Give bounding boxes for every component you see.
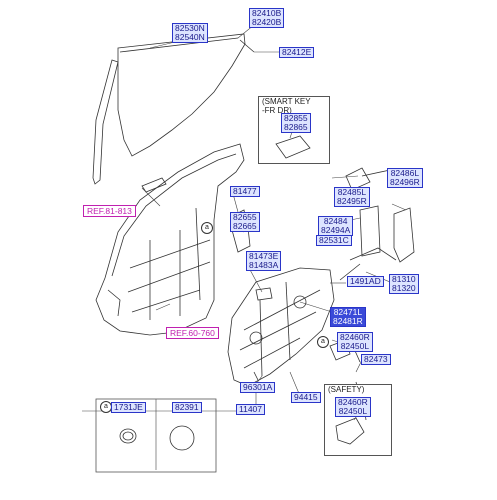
part-label-81473e[interactable]: 81473E 81483A	[246, 251, 282, 271]
part-number: 82484	[323, 216, 348, 226]
smart-key-group-title: (SMART KEY -FR DR)	[262, 97, 311, 115]
part-label-81477[interactable]: 81477	[230, 186, 260, 197]
part-label-82460r-regulator[interactable]: 82460R 82450L	[337, 332, 373, 352]
part-number: 82496R	[390, 177, 420, 187]
part-number: 81320	[392, 283, 416, 293]
part-number: 1491AD	[350, 276, 381, 286]
part-number: 82460R	[340, 332, 370, 342]
window-regulator-module	[227, 267, 335, 387]
part-number: 82410B	[252, 8, 282, 18]
part-number: 82391	[175, 402, 199, 412]
part-number: 82540N	[175, 32, 205, 42]
part-number: 82481R	[333, 316, 363, 326]
part-label-82484[interactable]: 82484 82494A	[318, 216, 354, 236]
door-latch	[359, 205, 381, 257]
part-number: 82473	[364, 354, 388, 364]
part-number: 82665	[233, 221, 257, 231]
part-number: 81310	[392, 274, 416, 284]
part-number: 82494A	[321, 225, 351, 235]
part-label-81310[interactable]: 81310 81320	[389, 274, 419, 294]
part-number: 82486L	[390, 168, 420, 178]
part-label-82855[interactable]: 82855 82865	[281, 113, 311, 133]
part-label-94415[interactable]: 94415	[291, 392, 321, 403]
part-number: 81477	[233, 186, 257, 196]
part-label-82471l-selected[interactable]: 82471L 82481R	[330, 307, 366, 327]
part-label-82530n[interactable]: 82530N 82540N	[172, 23, 208, 43]
part-number: 82655	[233, 212, 257, 222]
part-label-82485l[interactable]: 82485L 82495R	[334, 187, 370, 207]
part-label-82410b[interactable]: 82410B 82420B	[249, 8, 285, 28]
part-label-82460r-safety[interactable]: 82460R 82450L	[335, 397, 371, 417]
safety-group-box	[324, 384, 392, 456]
part-number: 82420B	[252, 17, 282, 27]
part-label-1491ad[interactable]: 1491AD	[347, 276, 384, 287]
part-number: 81483A	[249, 260, 279, 270]
part-label-96301a[interactable]: 96301A	[240, 382, 276, 393]
part-number: 94415	[294, 392, 318, 402]
safety-group-title: (SAFETY)	[328, 385, 365, 394]
part-label-1731je[interactable]: 1731JE	[111, 402, 146, 413]
part-number: 82450L	[338, 406, 368, 416]
part-label-82473[interactable]: 82473	[361, 354, 391, 365]
glass-run-channel	[92, 59, 119, 185]
ref-60-760-link[interactable]: REF.60-760	[166, 327, 219, 339]
part-number: 81473E	[249, 251, 279, 261]
part-number: 82495R	[337, 196, 367, 206]
part-number: 82471L	[333, 307, 363, 317]
part-number: 82460R	[338, 397, 368, 407]
part-number: 82485L	[337, 187, 367, 197]
part-number: 11407	[239, 404, 263, 414]
door-frame	[95, 143, 245, 336]
part-number: 82855	[284, 113, 308, 123]
part-number: 96301A	[243, 382, 273, 392]
part-number: 82531C	[319, 235, 349, 245]
callout-a-regulator: a	[317, 336, 329, 348]
smart-key-group-box	[258, 96, 330, 164]
part-number: 1731JE	[114, 402, 143, 412]
part-label-11407[interactable]: 11407	[236, 404, 266, 415]
callout-a-door: a	[201, 222, 213, 234]
part-label-82531c[interactable]: 82531C	[316, 235, 352, 246]
part-number: 82412E	[282, 47, 312, 57]
ref-81-813-link[interactable]: REF.81-813	[83, 205, 136, 217]
part-label-82486l[interactable]: 82486L 82496R	[387, 168, 423, 188]
door-glass	[117, 33, 246, 157]
part-label-82391[interactable]: 82391	[172, 402, 202, 413]
part-label-82655[interactable]: 82655 82665	[230, 212, 260, 232]
part-number: 82450L	[340, 341, 370, 351]
part-number: 82865	[284, 122, 308, 132]
part-number: 82530N	[175, 23, 205, 33]
part-label-82412e[interactable]: 82412E	[279, 47, 315, 58]
